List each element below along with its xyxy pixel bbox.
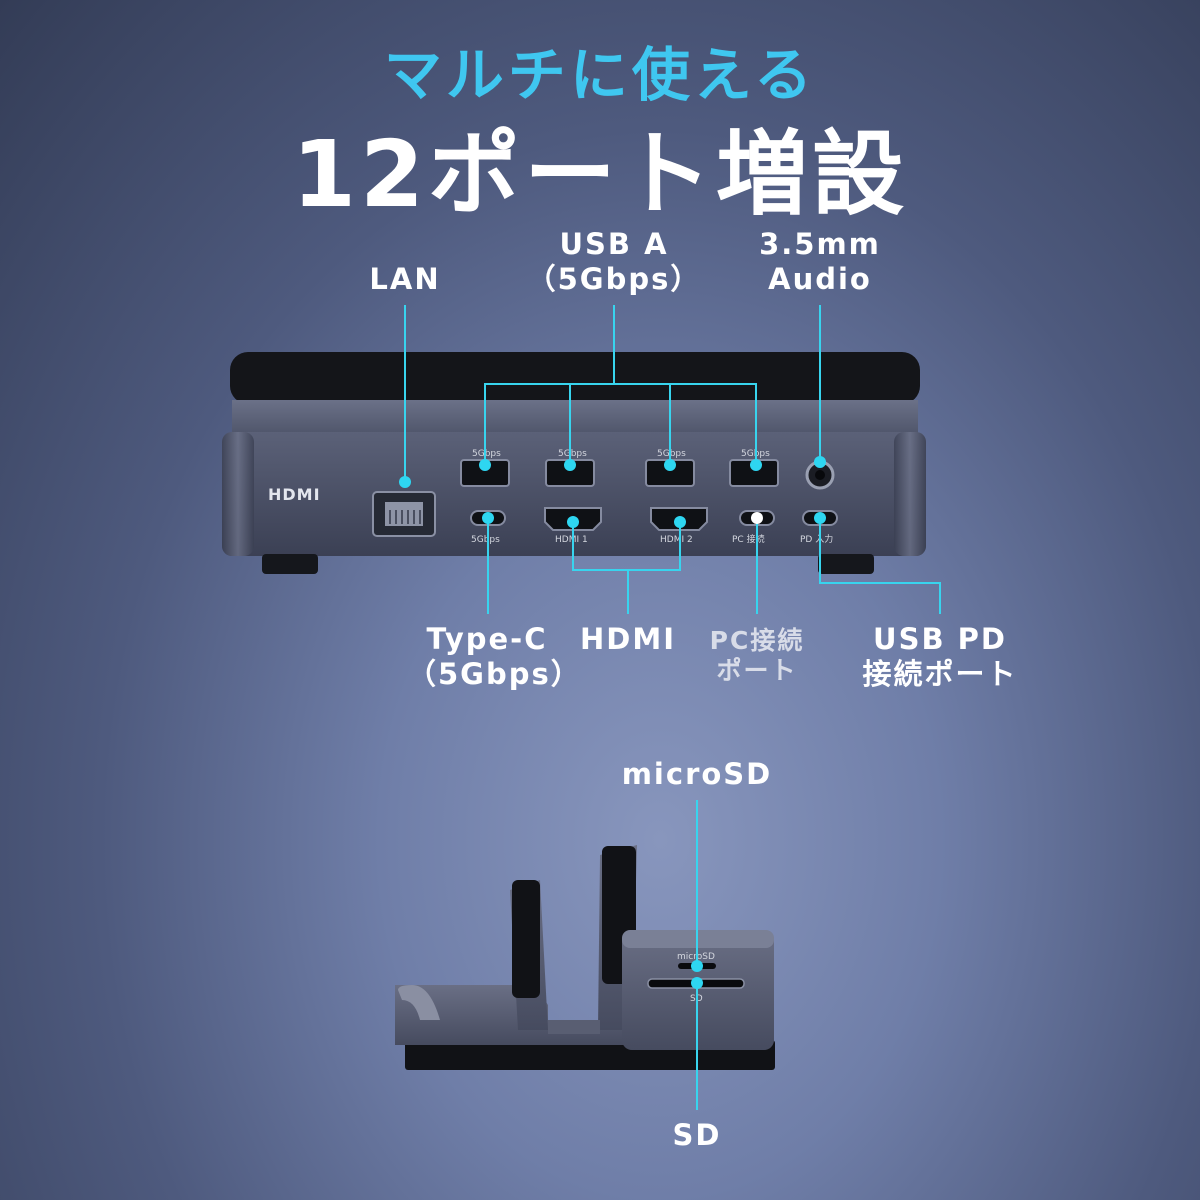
dock-right-foot [818,554,874,574]
usb-pd-label: USB PD 接続ポート [840,622,1040,692]
dock-left-foot [262,554,318,574]
pc-port-label: PC接続 ポート [697,626,817,686]
hdmi-1-marking: HDMI 1 [555,535,588,545]
lan-label: LAN [345,262,465,297]
usb-a-label: USB A （5Gbps） [524,227,704,297]
audio-label: 3.5mm Audio [745,227,895,297]
usb-a-1-marking: 5Gbps [472,449,501,459]
type-c-label-line1: Type-C [426,622,548,656]
callout-dot-microsd [691,960,703,972]
dock-front-view: HDMI 5Gbps 5Gbps 5Gbps 5Gbps 5Gbps HDMI … [222,352,926,574]
page-title: 12ポート増設 [291,121,909,228]
hdmi-label: HDMI [568,622,688,657]
lan-port-contacts [385,502,423,526]
audio-label-line2: Audio [768,262,872,296]
audio-jack-hole [815,470,825,480]
hdmi-label-text: HDMI [580,622,676,656]
stand-middle-slot [548,1020,600,1034]
type-c-label: Type-C （5Gbps） [407,622,582,692]
stand-arm-left-pad [512,880,540,998]
lan-label-text: LAN [369,262,441,296]
usb-pd-label-line1: USB PD [873,622,1007,656]
type-c-marking: 5Gbps [471,535,500,545]
pc-port-label-line1: PC接続 [709,626,805,655]
pc-port-label-line2: ポート [716,656,798,685]
type-c-label-line2: （5Gbps） [407,657,582,691]
sd-label-text: SD [672,1118,722,1152]
usb-a-2-marking: 5Gbps [558,449,587,459]
dock-right-edge [894,432,926,556]
callout-dot-sd [691,977,703,989]
usb-a-3-marking: 5Gbps [657,449,686,459]
callout-dots [399,456,826,528]
usb-pd-label-line2: 接続ポート [862,657,1018,691]
pd-port-marking: PD 入力 [800,533,833,545]
microsd-label-text: microSD [621,757,773,791]
usb-a-label-line1: USB A [559,227,669,261]
microsd-marking: microSD [677,952,715,962]
dock-left-edge [222,432,254,556]
dock-top-band [232,400,918,436]
audio-label-line1: 3.5mm [759,227,881,261]
stand-rear-lip [398,985,440,1020]
usb-a-label-line2: （5Gbps） [526,262,702,296]
dock-top-pad [230,352,920,404]
subtitle: マルチに使える [383,41,817,109]
dock-side-view: microSD SD [395,845,775,1070]
hdmi-logo: HDMI [268,485,321,504]
callout-lines [404,305,941,614]
pc-port-marking: PC 接続 [732,533,765,545]
microsd-label: microSD [607,757,787,792]
hdmi-2-marking: HDMI 2 [660,535,693,545]
sd-label: SD [647,1118,747,1153]
